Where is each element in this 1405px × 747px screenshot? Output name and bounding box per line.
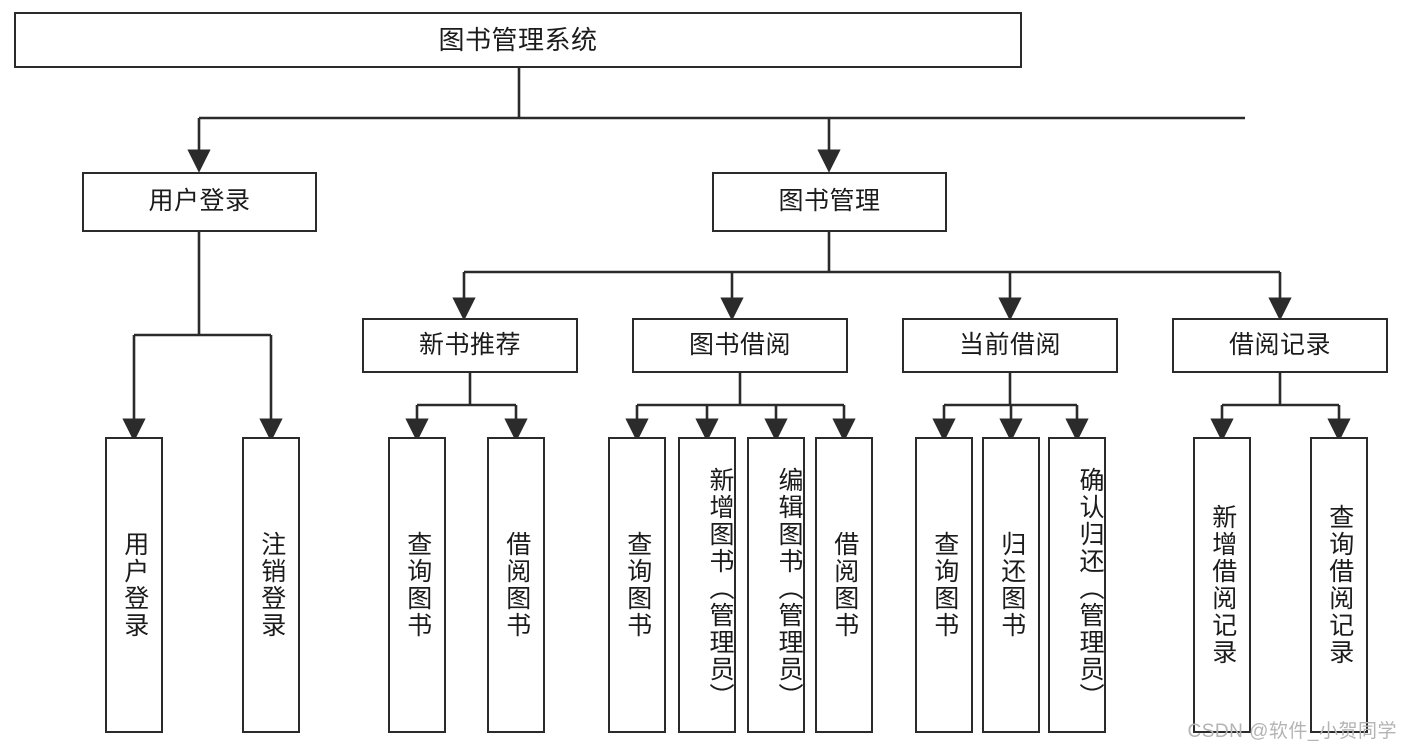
leaf-borrow-edit-book-admin[interactable]: 编辑图书（管理员）: [747, 437, 805, 733]
node-user-login[interactable]: 用户登录: [82, 172, 317, 232]
leaf-user-login-login[interactable]: 用户登录: [105, 437, 163, 733]
leaf-borrow-borrow-book[interactable]: 借阅图书: [815, 437, 873, 733]
leaf-current-query-book[interactable]: 查询图书: [915, 437, 973, 733]
node-book-borrow[interactable]: 图书借阅: [632, 318, 848, 373]
leaf-borrow-query-book[interactable]: 查询图书: [608, 437, 666, 733]
leaf-current-return-book[interactable]: 归还图书: [982, 437, 1040, 733]
node-new-book-recommend[interactable]: 新书推荐: [362, 318, 578, 373]
node-root-system[interactable]: 图书管理系统: [14, 12, 1022, 68]
leaf-borrow-add-book-admin[interactable]: 新增图书（管理员）: [678, 437, 736, 733]
leaf-record-query-borrow-record[interactable]: 查询借阅记录: [1310, 437, 1368, 733]
node-borrow-record[interactable]: 借阅记录: [1172, 318, 1388, 373]
leaf-new-book-query[interactable]: 查询图书: [388, 437, 446, 733]
csdn-watermark: CSDN @软件_小贺同学: [1187, 721, 1397, 742]
leaf-record-add-borrow-record[interactable]: 新增借阅记录: [1193, 437, 1251, 733]
node-book-management[interactable]: 图书管理: [712, 172, 947, 232]
leaf-user-login-logout[interactable]: 注销登录: [242, 437, 300, 733]
leaf-current-confirm-return-admin[interactable]: 确认归还（管理员）: [1048, 437, 1106, 733]
node-current-borrow[interactable]: 当前借阅: [902, 318, 1118, 373]
leaf-new-book-borrow[interactable]: 借阅图书: [487, 437, 545, 733]
